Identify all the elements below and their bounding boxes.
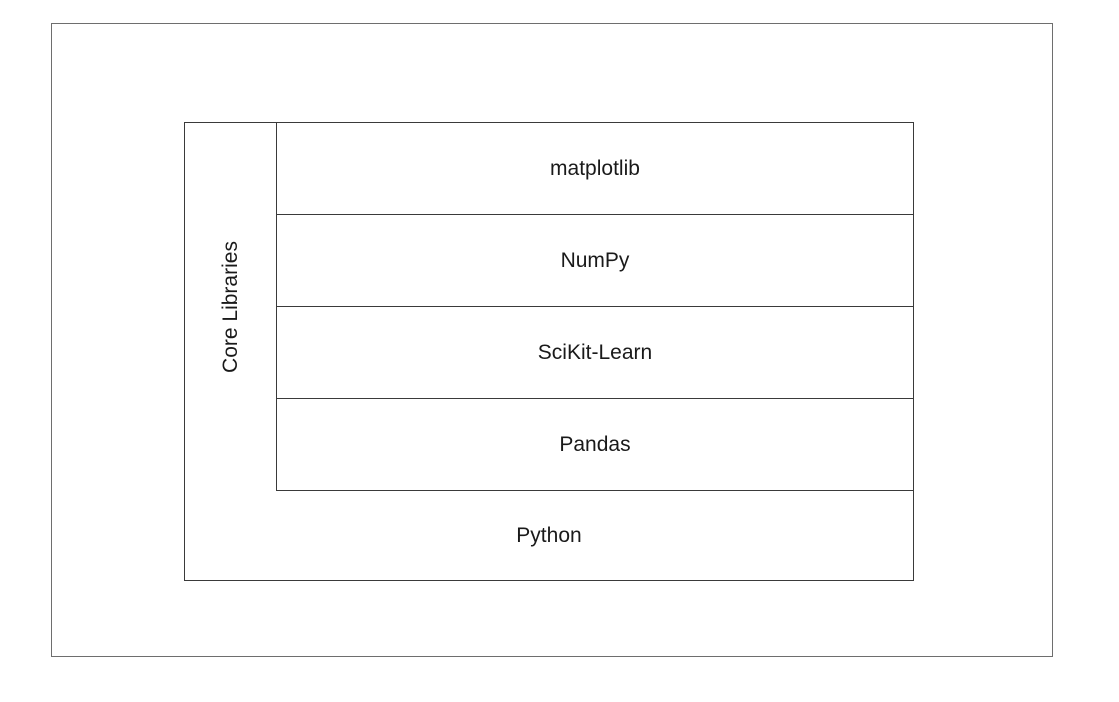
- layer-scikit-learn: SciKit-Learn: [277, 307, 913, 399]
- diagram-frame: [51, 23, 1053, 657]
- layer-numpy: NumPy: [277, 215, 913, 307]
- layer-pandas: Pandas: [277, 399, 913, 491]
- library-stack: Core Libraries matplotlib NumPy SciKit-L…: [184, 122, 914, 581]
- layer-python: Python: [516, 523, 582, 547]
- core-libraries-panel: Core Libraries: [185, 123, 277, 491]
- layer-matplotlib: matplotlib: [277, 123, 913, 215]
- library-layers: matplotlib NumPy SciKit-Learn Pandas: [277, 123, 913, 491]
- core-libraries-label: Core Libraries: [218, 241, 242, 373]
